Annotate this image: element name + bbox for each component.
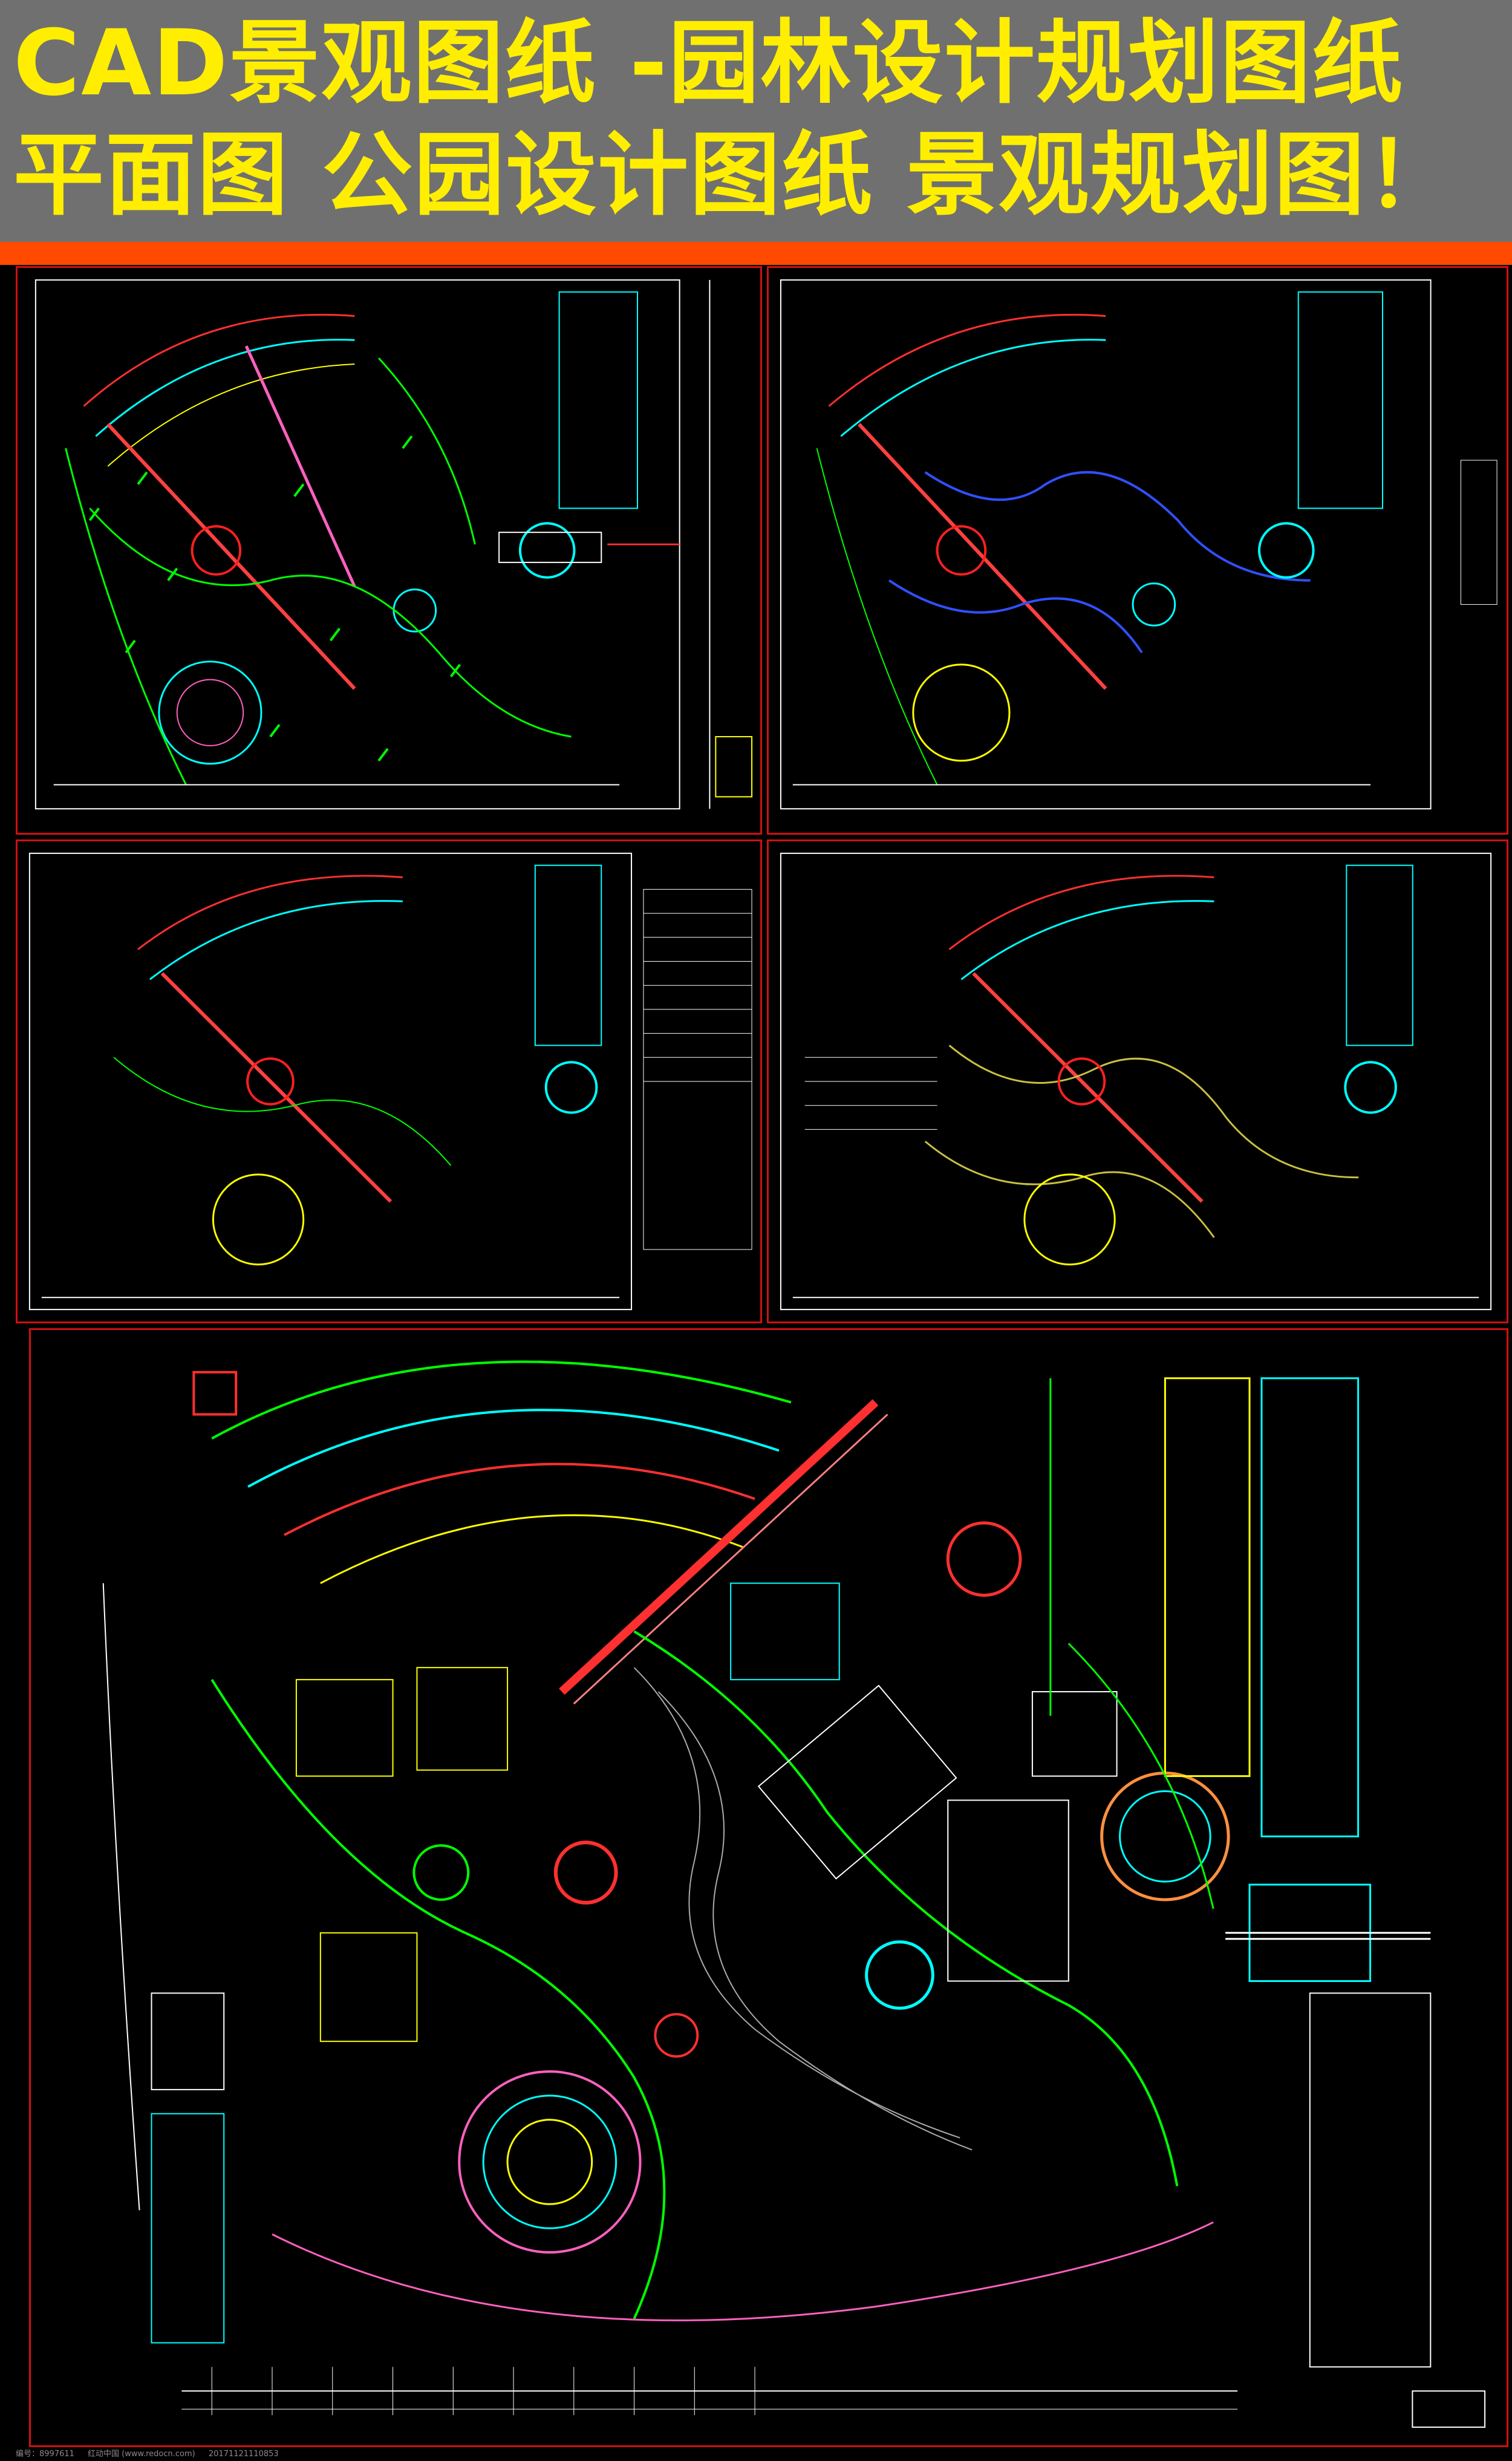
footer-credits: 编号：8997611 红动中国 (www.redocn.com) 2017112…	[16, 2447, 290, 2459]
footer-id: 编号：8997611	[16, 2450, 74, 2459]
footer-date: 20171121110853	[208, 2450, 279, 2459]
cad-plan-detail-panel	[29, 1328, 1508, 2447]
cad-plan-panel-1	[16, 266, 762, 835]
cad-drawing-1	[34, 279, 753, 810]
title-banner: CAD景观图纸 -园林设计规划图纸 平面图 公园设计图纸 景观规划图！	[0, 0, 1512, 242]
orange-accent-bar	[0, 242, 1512, 265]
footer-site: 红动中国 (www.redocn.com)	[88, 2450, 195, 2459]
title-line-1: CAD景观图纸 -园林设计规划图纸	[13, 11, 1404, 116]
title-line-2: 平面图 公园设计图纸 景观规划图！	[13, 123, 1458, 228]
cad-drawing-detail	[102, 1360, 1486, 2428]
cad-plan-panel-4	[767, 839, 1508, 1323]
cad-drawing-2	[780, 279, 1497, 810]
cad-plan-panel-2	[767, 266, 1508, 835]
cad-drawing-3	[28, 852, 752, 1311]
cad-plan-panel-3	[16, 839, 762, 1323]
cad-drawing-4	[780, 852, 1492, 1311]
